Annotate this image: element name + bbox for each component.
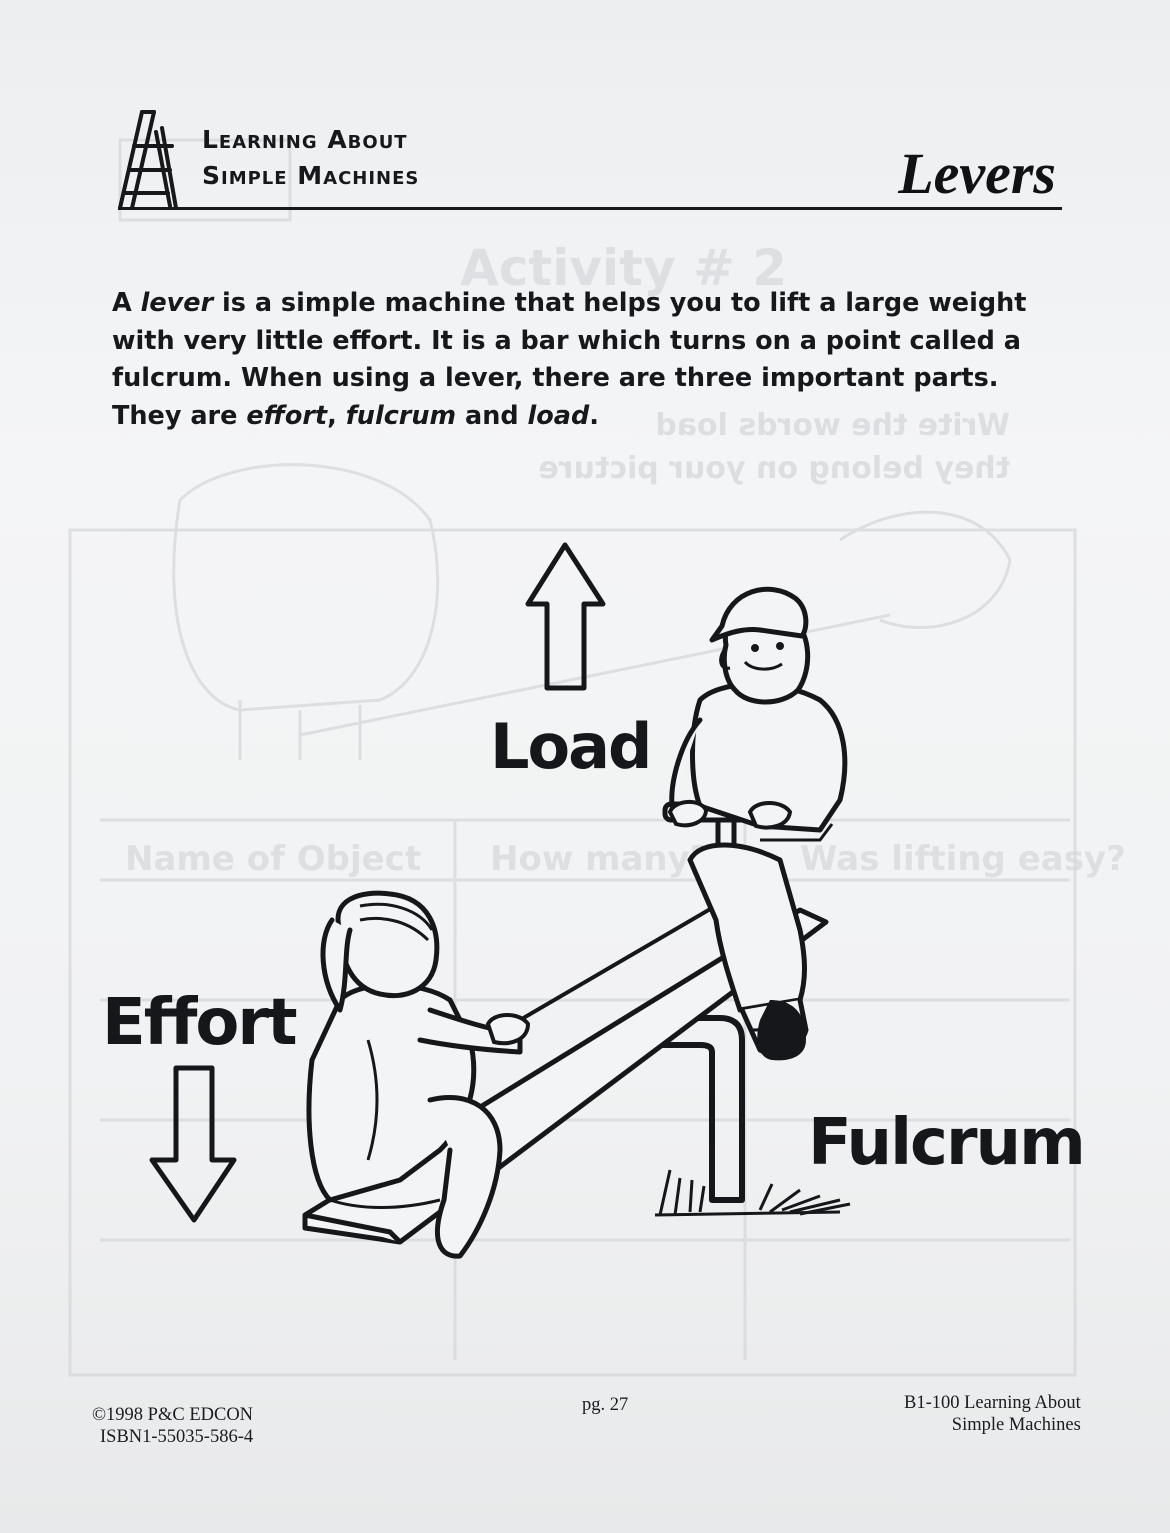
fulcrum-post (650, 1015, 745, 1203)
intro-term-lever: lever (140, 288, 214, 318)
grass (654, 1169, 851, 1217)
footer-book-code: B1-100 Learning About Simple Machines (904, 1392, 1081, 1436)
footer-copyright: ©1998 P&C EDCON ISBN1-55035-586-4 (92, 1404, 253, 1448)
series-title-line2: Simple Machines (202, 161, 420, 190)
boy-figure (669, 586, 848, 1056)
load-label: Load (490, 710, 652, 783)
up-arrow-icon (525, 542, 606, 691)
intro-text: . (589, 400, 599, 431)
isbn-text: ISBN1-55035-586-4 (100, 1427, 254, 1447)
book-code-text: B1-100 Learning About (904, 1393, 1081, 1413)
fulcrum-label: Fulcrum (808, 1106, 1086, 1180)
intro-term-effort: effort (246, 400, 328, 431)
series-title-line1: Learning About (202, 125, 408, 154)
intro-text: and (456, 400, 528, 431)
page-number: pg. 27 (582, 1395, 629, 1415)
intro-term-load: load (527, 400, 590, 431)
intro-text: is a simple machine that helps you to li… (112, 288, 1027, 431)
svg-text:they belong on your picture: they belong on your picture (538, 451, 1010, 486)
copyright-text: ©1998 P&C EDCON (92, 1405, 254, 1425)
intro-term-fulcrum: fulcrum (345, 400, 457, 431)
series-title: Learning About Simple Machines (202, 122, 419, 194)
intro-paragraph: A lever is a simple machine that helps y… (112, 285, 1072, 435)
ladder-logo-icon (118, 110, 178, 210)
book-title-text: Simple Machines (951, 1415, 1081, 1435)
seesaw-plank (302, 907, 829, 1245)
down-arrow-icon (149, 1065, 237, 1223)
intro-text: , (327, 400, 346, 431)
page-title: Levers (898, 141, 1056, 206)
seesaw-illustration (149, 542, 851, 1259)
intro-text: A (112, 288, 141, 318)
effort-label: Effort (102, 986, 298, 1060)
header-divider (118, 207, 1062, 210)
